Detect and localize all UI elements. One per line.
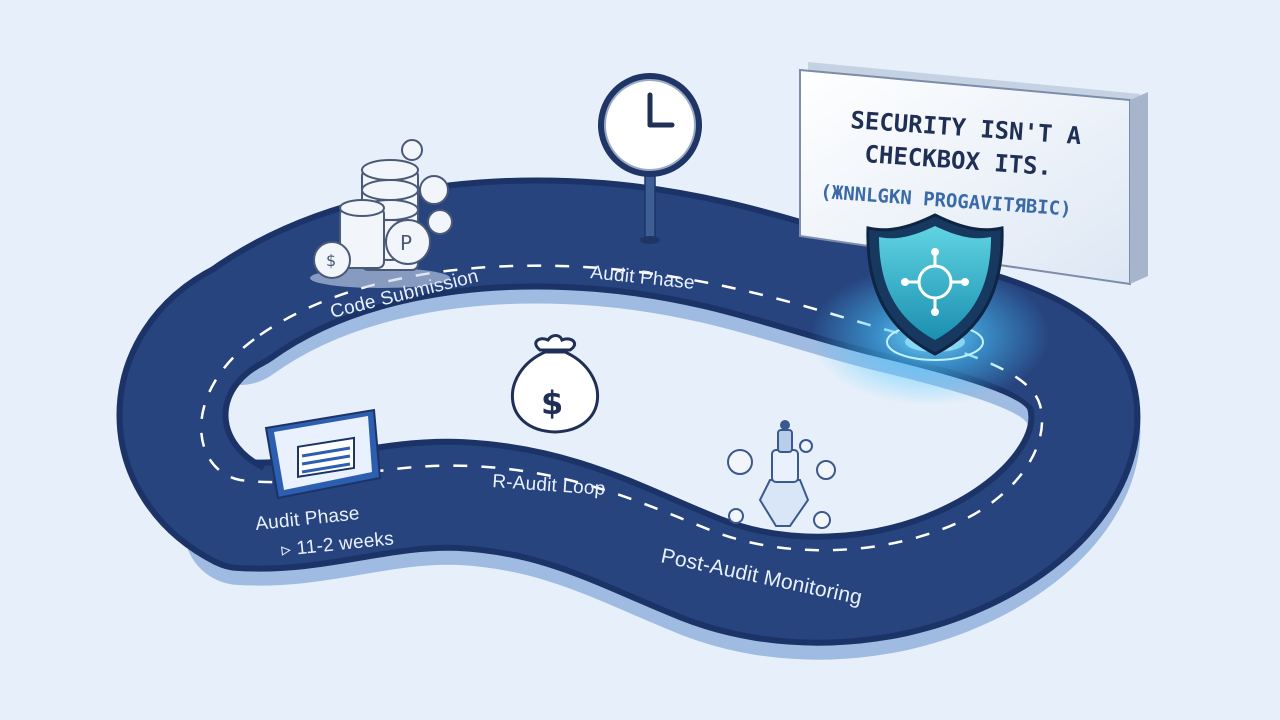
- road-left-bend: [122, 270, 265, 560]
- monitoring-robot-icon: [727, 420, 836, 529]
- road-surface: [190, 183, 1135, 640]
- svg-text:$: $: [541, 384, 563, 422]
- svg-text:$: $: [326, 251, 336, 270]
- audit-report-icon: [264, 408, 382, 500]
- clock-signpost-icon: [598, 73, 702, 244]
- road-inner-hole: [261, 317, 990, 523]
- road-center-line: [200, 264, 1044, 552]
- shield-icon: [866, 213, 1004, 356]
- coin-stack-icon: $ P: [310, 139, 453, 288]
- svg-text:P: P: [400, 231, 412, 255]
- road: [116, 177, 1141, 660]
- money-bag-icon: $: [510, 334, 600, 434]
